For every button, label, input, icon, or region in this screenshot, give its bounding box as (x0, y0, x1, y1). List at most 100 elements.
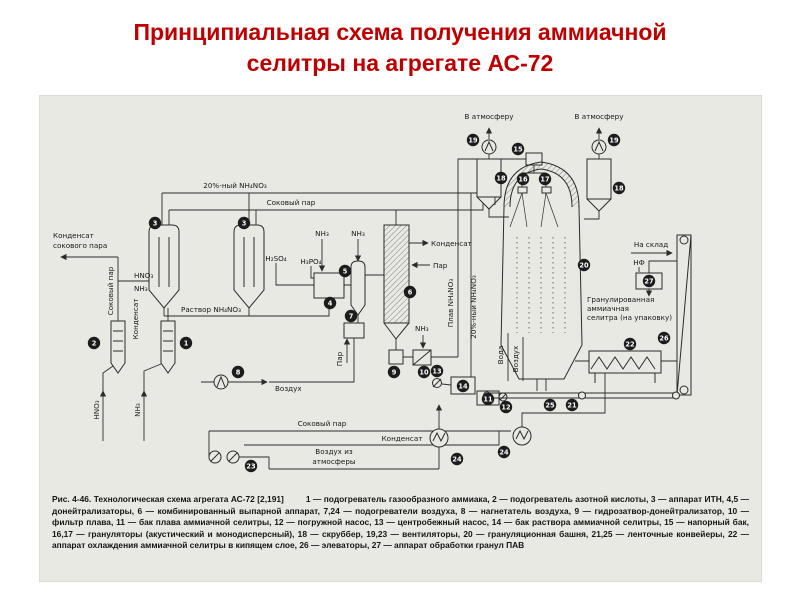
equipment-badge: 5 (338, 264, 352, 278)
equipment-badge: 24 (450, 452, 464, 466)
flow-label: Раствор NH₄NO₃ (181, 305, 241, 314)
equipment-badge: 7 (344, 309, 358, 323)
flow-label: NH₃ (133, 403, 142, 417)
svg-text:6: 6 (408, 288, 413, 296)
granulator (517, 186, 528, 194)
svg-text:27: 27 (644, 277, 654, 285)
flow-label: H₂SO₄ (265, 254, 287, 263)
svg-text:11: 11 (483, 395, 493, 403)
itn-apparatus (148, 224, 180, 309)
flow-label: Воздух (511, 345, 520, 372)
svg-text:1: 1 (184, 339, 189, 347)
equipment-badge: 12 (499, 400, 513, 414)
equipment-badge: 16 (516, 172, 530, 186)
flow-label: NH₃ (134, 284, 148, 293)
equipment-badge: 18 (612, 181, 626, 195)
equipment-badge: 6 (403, 285, 417, 299)
scanned-figure: В атмосферу В атмосферу 20%-ный NH₄NO₃ Соко… (39, 95, 762, 582)
granulator (541, 186, 552, 194)
svg-text:22: 22 (625, 340, 635, 348)
svg-text:14: 14 (458, 382, 468, 390)
svg-text:17: 17 (540, 175, 550, 183)
svg-text:3: 3 (242, 219, 247, 227)
pipework (60, 127, 677, 470)
equipment-badge: 22 (623, 337, 637, 351)
flow-label: NH₃ (351, 229, 365, 238)
svg-text:24: 24 (452, 455, 462, 463)
flow-label: Соковый пар (267, 198, 316, 207)
svg-text:18: 18 (496, 174, 506, 182)
flow-label: селитра (на упаковку) (587, 313, 672, 322)
flow-label: аммиачная (587, 304, 629, 313)
equipment-badge: 2 (87, 336, 101, 350)
neutralizer-tank (313, 272, 345, 299)
svg-text:15: 15 (513, 145, 523, 153)
svg-text:16: 16 (518, 175, 528, 183)
flow-label: Воздух из (315, 447, 353, 456)
flow-label: Конденсат (431, 239, 472, 248)
svg-text:24: 24 (499, 448, 509, 456)
equipment-badge: 26 (657, 331, 671, 345)
equipment-badge: 11 (481, 392, 495, 406)
equipment-badge: 27 (642, 274, 656, 288)
equipment-badge: 21 (565, 398, 579, 412)
svg-text:2: 2 (92, 339, 97, 347)
svg-text:19: 19 (609, 136, 619, 144)
slide-title-line1: Принципиальная схема получения аммиачной (133, 19, 667, 45)
flow-label: Гранулированная (587, 295, 654, 304)
svg-text:7: 7 (349, 312, 354, 320)
process-flow-diagram: В атмосферу В атмосферу 20%-ный NH₄NO₃ Соко… (53, 112, 692, 473)
scrubber (586, 158, 612, 200)
svg-text:21: 21 (567, 401, 577, 409)
slide-title-line2: селитры на агрегате АС-72 (246, 50, 554, 76)
ammonia-preheater (160, 320, 176, 374)
svg-text:20: 20 (579, 261, 589, 269)
equipment-badge: 15 (511, 142, 525, 156)
svg-text:13: 13 (432, 367, 442, 375)
granulation-tower (503, 161, 580, 208)
equipment-badge: 14 (456, 379, 470, 393)
evaporator (383, 224, 410, 324)
equipment-badge: 25 (543, 398, 557, 412)
svg-text:12: 12 (501, 403, 511, 411)
caption-figure-title: Рис. 4-46. Технологическая схема агрегат… (52, 494, 284, 504)
flow-label: Конденсат (53, 231, 94, 240)
flow-label: Пар (433, 261, 448, 270)
equipment-badge: 17 (538, 172, 552, 186)
flow-label: Конденсат (131, 299, 140, 340)
flow-label: NH₃ (315, 229, 329, 238)
flow-label: Вода (496, 346, 505, 365)
neutralizer-column (350, 260, 366, 316)
hydroseal (388, 349, 404, 365)
flow-label: В атмосферу (575, 112, 625, 121)
svg-text:9: 9 (392, 368, 397, 376)
equipment-badge: 19 (607, 133, 621, 147)
flow-label: Соковый пар (106, 266, 115, 315)
equipment-badge: 23 (244, 459, 258, 473)
equipment-badge: 19 (466, 133, 480, 147)
svg-text:3: 3 (153, 219, 158, 227)
flow-label: HNO₃ (134, 271, 153, 280)
equipment-badge: 20 (577, 258, 591, 272)
equipment-badge: 10 (417, 365, 431, 379)
equipment-badge: 3 (148, 216, 162, 230)
flow-label: 20%-ный NH₄NO₃ (469, 275, 478, 339)
flow-label: На склад (634, 240, 668, 249)
flow-label: Плав NH₄NO₃ (446, 279, 455, 328)
equipment-badge: 4 (323, 296, 337, 310)
flow-label: HNO₃ (92, 400, 101, 419)
svg-text:19: 19 (468, 136, 478, 144)
svg-text:10: 10 (419, 368, 429, 376)
flow-label: NH₃ (415, 324, 429, 333)
svg-text:18: 18 (614, 184, 624, 192)
figure-caption: Рис. 4-46. Технологическая схема агрегат… (39, 492, 762, 552)
flow-label: H₃PO₄ (300, 257, 321, 266)
equipment-badge: 3 (237, 216, 251, 230)
acid-preheater (110, 320, 126, 374)
svg-text:4: 4 (328, 299, 333, 307)
equipment-badge: 1 (179, 336, 193, 350)
flow-label: атмосферы (312, 457, 355, 466)
itn-apparatus (233, 224, 265, 309)
flow-label: В атмосферу (465, 112, 515, 121)
